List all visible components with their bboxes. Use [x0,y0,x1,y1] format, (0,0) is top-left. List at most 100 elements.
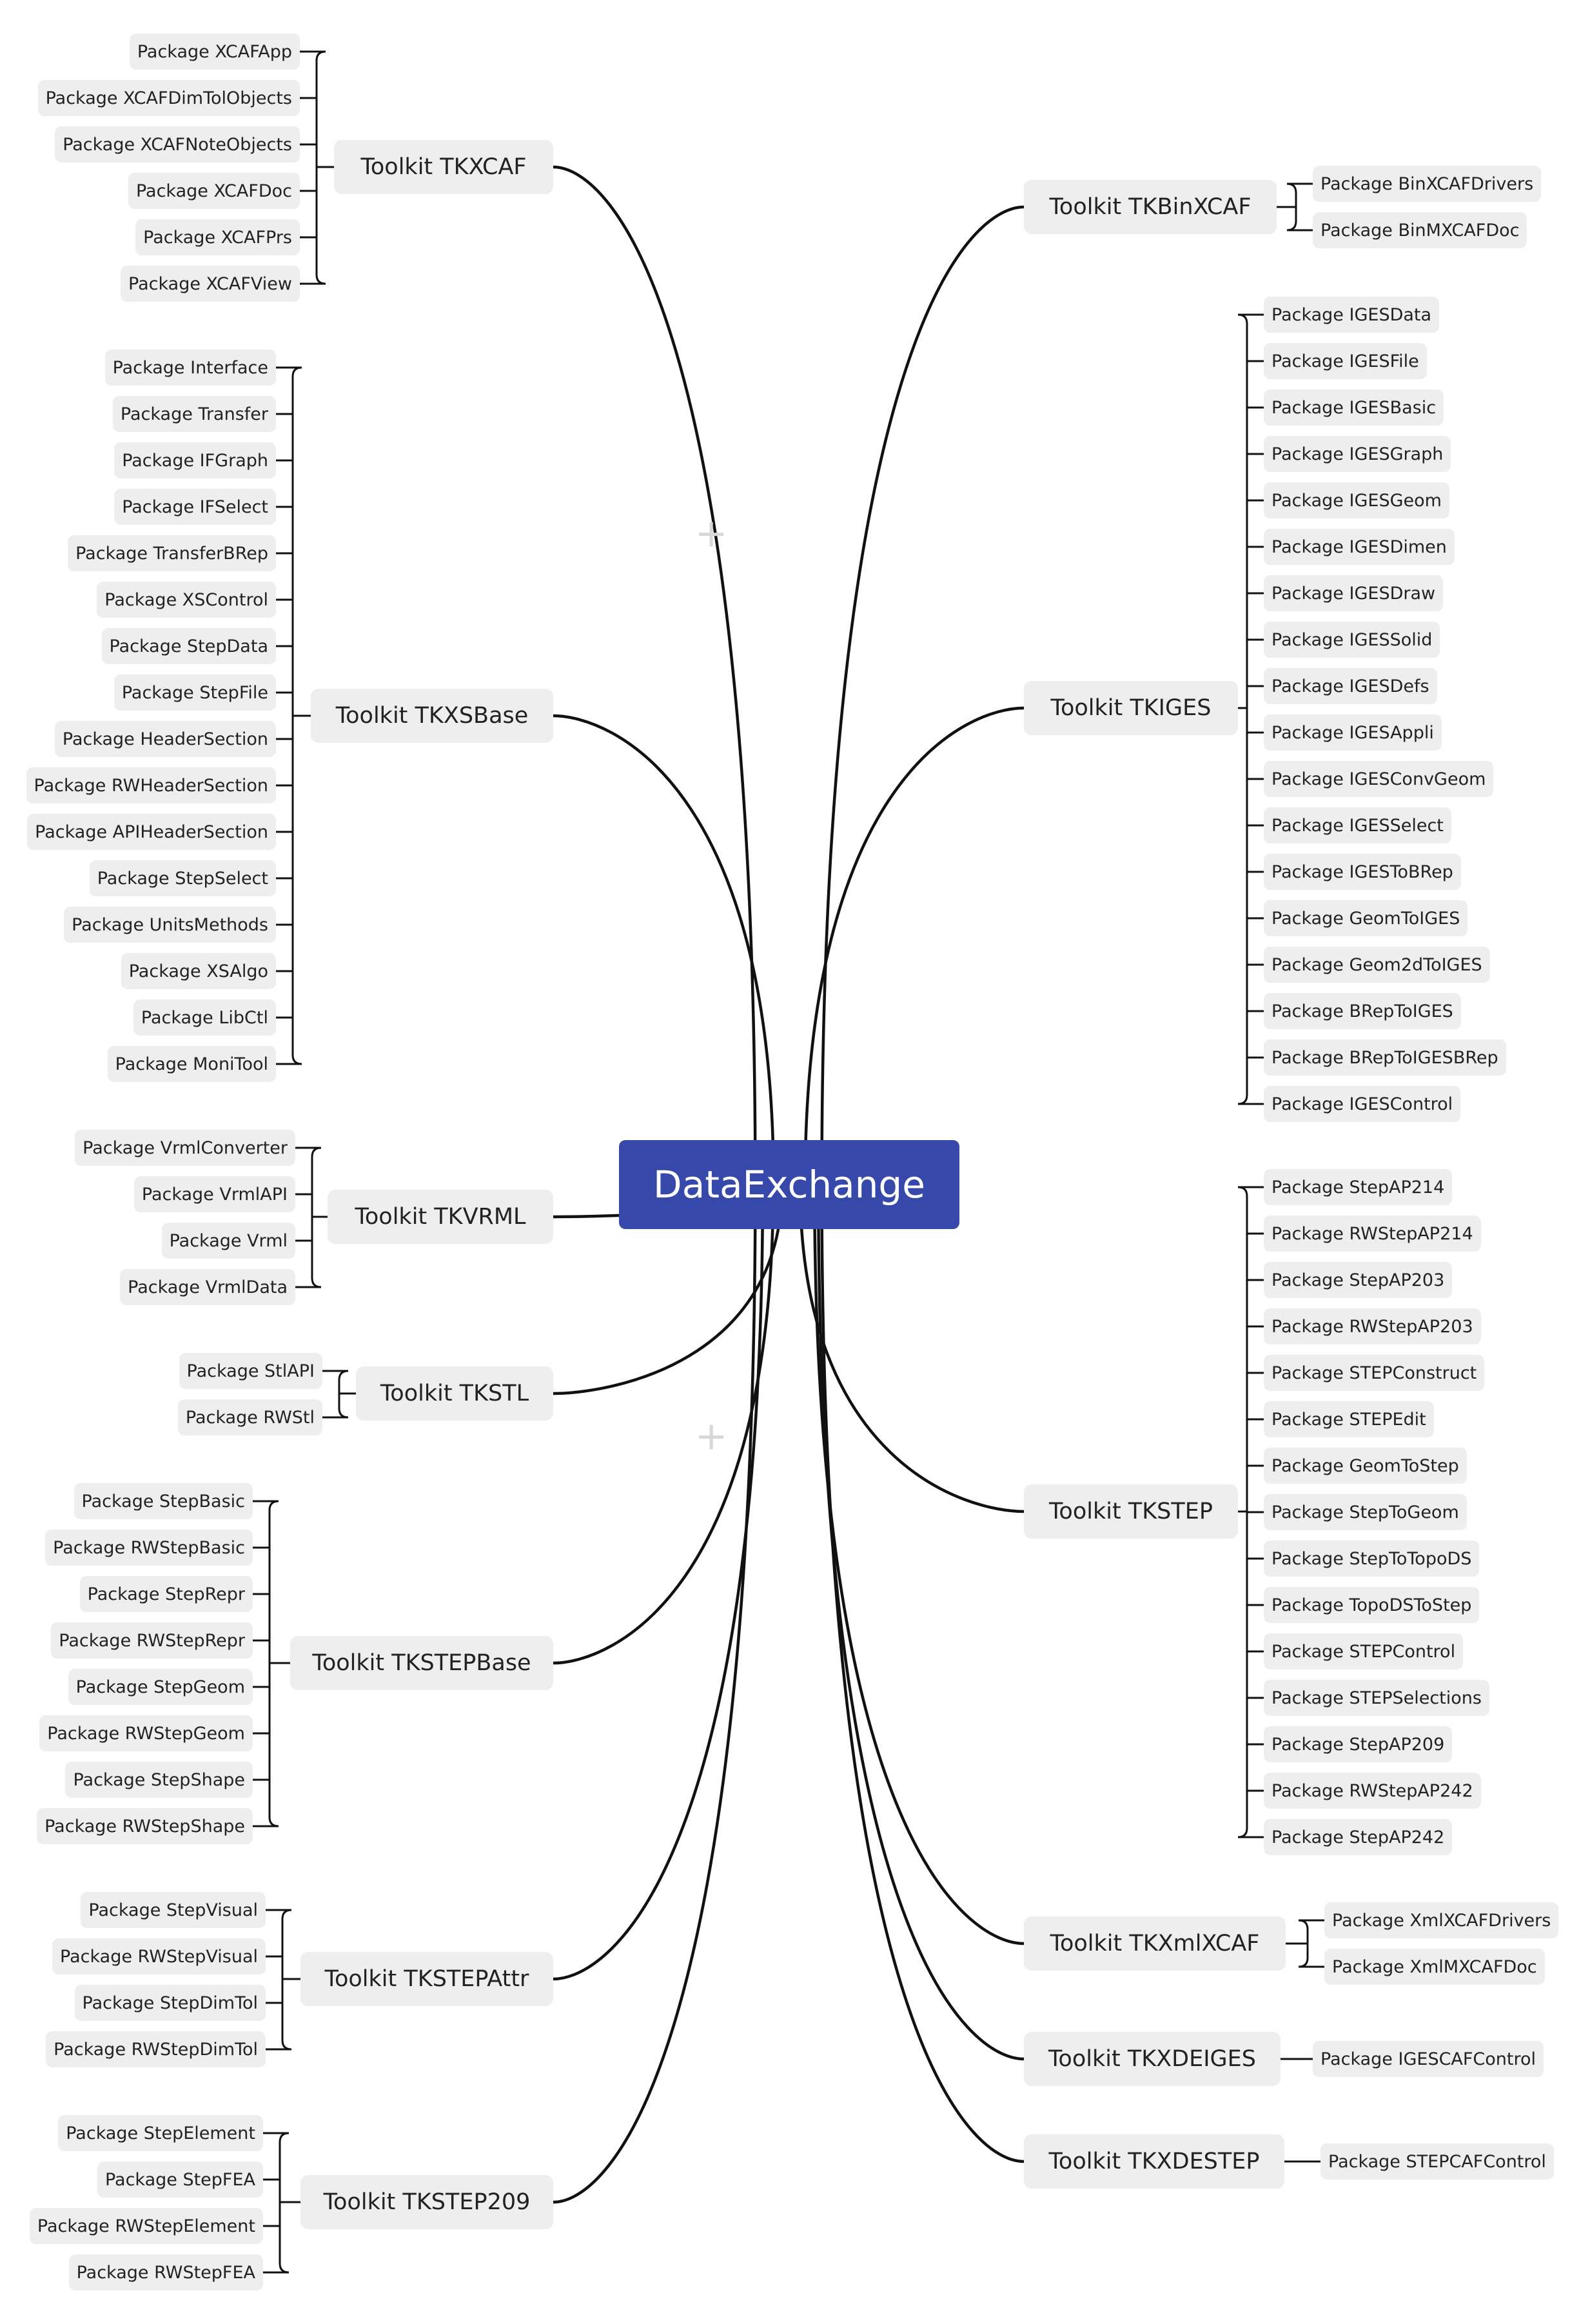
package-node[interactable]: Package Vrml [161,1223,295,1259]
package-node[interactable]: Package Interface [104,350,276,386]
package-node[interactable]: Package StepBasic [74,1483,253,1519]
package-node[interactable]: Package BRepToIGES [1264,993,1461,1029]
package-node[interactable]: Package BinMXCAFDoc [1313,212,1527,248]
package-node[interactable]: Package IFSelect [114,489,276,525]
package-node[interactable]: Package XCAFDoc [128,173,300,209]
toolkit-node-tkxdestep[interactable]: Toolkit TKXDESTEP [1024,2134,1284,2189]
package-node[interactable]: Package XSAlgo [121,953,276,989]
package-node[interactable]: Package STEPEdit [1264,1401,1434,1437]
package-node[interactable]: Package IGESConvGeom [1264,761,1494,797]
package-node[interactable]: Package Transfer [112,396,276,432]
package-node[interactable]: Package BinXCAFDrivers [1313,166,1542,202]
package-node[interactable]: Package StepAP203 [1264,1262,1453,1298]
package-node[interactable]: Package XCAFPrs [135,219,300,255]
package-node[interactable]: Package IFGraph [114,442,276,478]
package-node[interactable]: Package StepToTopoDS [1264,1541,1480,1577]
package-node[interactable]: Package StepSelect [89,860,276,896]
package-node[interactable]: Package IGESDefs [1264,668,1437,704]
package-node[interactable]: Package RWStepAP203 [1264,1308,1481,1344]
package-node[interactable]: Package XCAFDimTolObjects [37,80,300,116]
package-node[interactable]: Package BRepToIGESBRep [1264,1039,1506,1076]
package-node[interactable]: Package RWStepRepr [51,1622,253,1659]
package-node[interactable]: Package LibCtl [133,1000,276,1036]
package-node[interactable]: Package VrmlData [120,1269,295,1305]
package-node[interactable]: Package StepAP242 [1264,1819,1453,1855]
package-node[interactable]: Package IGESGraph [1264,436,1451,472]
package-node[interactable]: Package StepData [101,628,276,664]
package-node[interactable]: Package StepAP214 [1264,1169,1453,1205]
package-node[interactable]: Package VrmlAPI [133,1176,295,1212]
package-node[interactable]: Package IGESDraw [1264,575,1444,611]
package-node[interactable]: Package RWStepDimTol [46,2031,266,2067]
package-node[interactable]: Package TransferBRep [68,535,276,571]
package-node[interactable]: Package RWStepVisual [52,1938,266,1974]
package-node[interactable]: Package IGESData [1264,297,1440,333]
toolkit-node-tkstepbase[interactable]: Toolkit TKSTEPBase [290,1636,553,1690]
toolkit-node-tkiges[interactable]: Toolkit TKIGES [1024,681,1238,735]
package-node[interactable]: Package XSControl [97,582,276,618]
toolkit-node-tkbinxcaf[interactable]: Toolkit TKBinXCAF [1024,180,1277,234]
package-node[interactable]: Package RWHeaderSection [26,767,276,803]
package-node[interactable]: Package StepAP209 [1264,1726,1453,1762]
package-node[interactable]: Package IGESSelect [1264,807,1451,843]
package-node[interactable]: Package RWStepElement [29,2208,263,2244]
package-node[interactable]: Package XCAFNoteObjects [55,126,300,162]
package-node[interactable]: Package XmlMXCAFDoc [1324,1949,1545,1985]
package-node[interactable]: Package StepToGeom [1264,1494,1467,1530]
package-node[interactable]: Package IGESCAFControl [1313,2041,1544,2077]
toolkit-node-tkstepattr[interactable]: Toolkit TKSTEPAttr [300,1952,553,2006]
package-node[interactable]: Package StepFile [113,675,276,711]
package-node[interactable]: Package UnitsMethods [64,907,276,943]
package-node[interactable]: Package TopoDSToStep [1264,1587,1480,1623]
package-node[interactable]: Package IGESFile [1264,343,1427,379]
package-node[interactable]: Package STEPSelections [1264,1680,1489,1716]
package-node[interactable]: Package StepShape [65,1762,253,1798]
toolkit-node-tkxmlxcaf[interactable]: Toolkit TKXmlXCAF [1024,1916,1286,1971]
package-node[interactable]: Package StepFEA [97,2162,263,2198]
package-node[interactable]: Package StepVisual [81,1892,266,1928]
package-node[interactable]: Package IGESGeom [1264,482,1449,518]
package-node[interactable]: Package MoniTool [107,1046,276,1082]
toolkit-node-tkxcaf[interactable]: Toolkit TKXCAF [334,140,553,194]
package-node[interactable]: Package APIHeaderSection [27,814,276,850]
package-node[interactable]: Package RWStepFEA [68,2254,263,2290]
package-node[interactable]: Package StepGeom [68,1669,253,1705]
package-node[interactable]: Package STEPControl [1264,1633,1464,1669]
package-node[interactable]: Package IGESSolid [1264,622,1440,658]
package-node[interactable]: Package RWStepGeom [39,1715,253,1751]
package-node[interactable]: Package StepDimTol [74,1985,266,2021]
package-node[interactable]: Package XCAFView [121,266,300,302]
toolkit-node-tkxsbase[interactable]: Toolkit TKXSBase [311,689,553,743]
connector-line [266,1909,292,2051]
package-node[interactable]: Package StlAPI [179,1353,322,1389]
package-node[interactable]: Package StepElement [58,2115,263,2151]
package-node[interactable]: Package IGESAppli [1264,714,1442,751]
package-node[interactable]: Package RWStepBasic [45,1530,253,1566]
toolkit-node-tkstl[interactable]: Toolkit TKSTL [356,1366,553,1421]
connector-line [322,1370,349,1419]
package-node[interactable]: Package IGESBasic [1264,389,1444,426]
package-node[interactable]: Package STEPCAFControl [1320,2143,1554,2180]
package-node[interactable]: Package IGESDimen [1264,529,1455,565]
package-node[interactable]: Package RWStl [177,1399,322,1435]
package-node[interactable]: Package XmlXCAFDrivers [1324,1902,1559,1938]
toolkit-node-tkxdeiges[interactable]: Toolkit TKXDEIGES [1024,2032,1281,2086]
package-node[interactable]: Package RWStepShape [37,1808,253,1844]
package-node[interactable]: Package VrmlConverter [75,1130,295,1166]
package-node[interactable]: Package STEPConstruct [1264,1355,1485,1391]
package-node[interactable]: Package Geom2dToIGES [1264,947,1490,983]
package-node[interactable]: Package RWStepAP214 [1264,1216,1481,1252]
toolkit-node-tkvrml[interactable]: Toolkit TKVRML [328,1190,553,1244]
package-node[interactable]: Package XCAFApp [129,34,300,70]
package-node[interactable]: Package StepRepr [79,1576,253,1612]
package-node[interactable]: Package IGESToBRep [1264,854,1461,890]
package-node[interactable]: Package GeomToIGES [1264,900,1468,936]
root-topic[interactable]: DataExchange [619,1140,959,1229]
package-node[interactable]: Package HeaderSection [54,721,276,757]
connector-line [820,1184,1025,2163]
package-node[interactable]: Package IGESControl [1264,1086,1461,1122]
package-node[interactable]: Package GeomToStep [1264,1448,1467,1484]
toolkit-node-tkstep[interactable]: Toolkit TKSTEP [1024,1484,1238,1539]
package-node[interactable]: Package RWStepAP242 [1264,1773,1481,1809]
toolkit-node-tkstep209[interactable]: Toolkit TKSTEP209 [300,2175,553,2229]
